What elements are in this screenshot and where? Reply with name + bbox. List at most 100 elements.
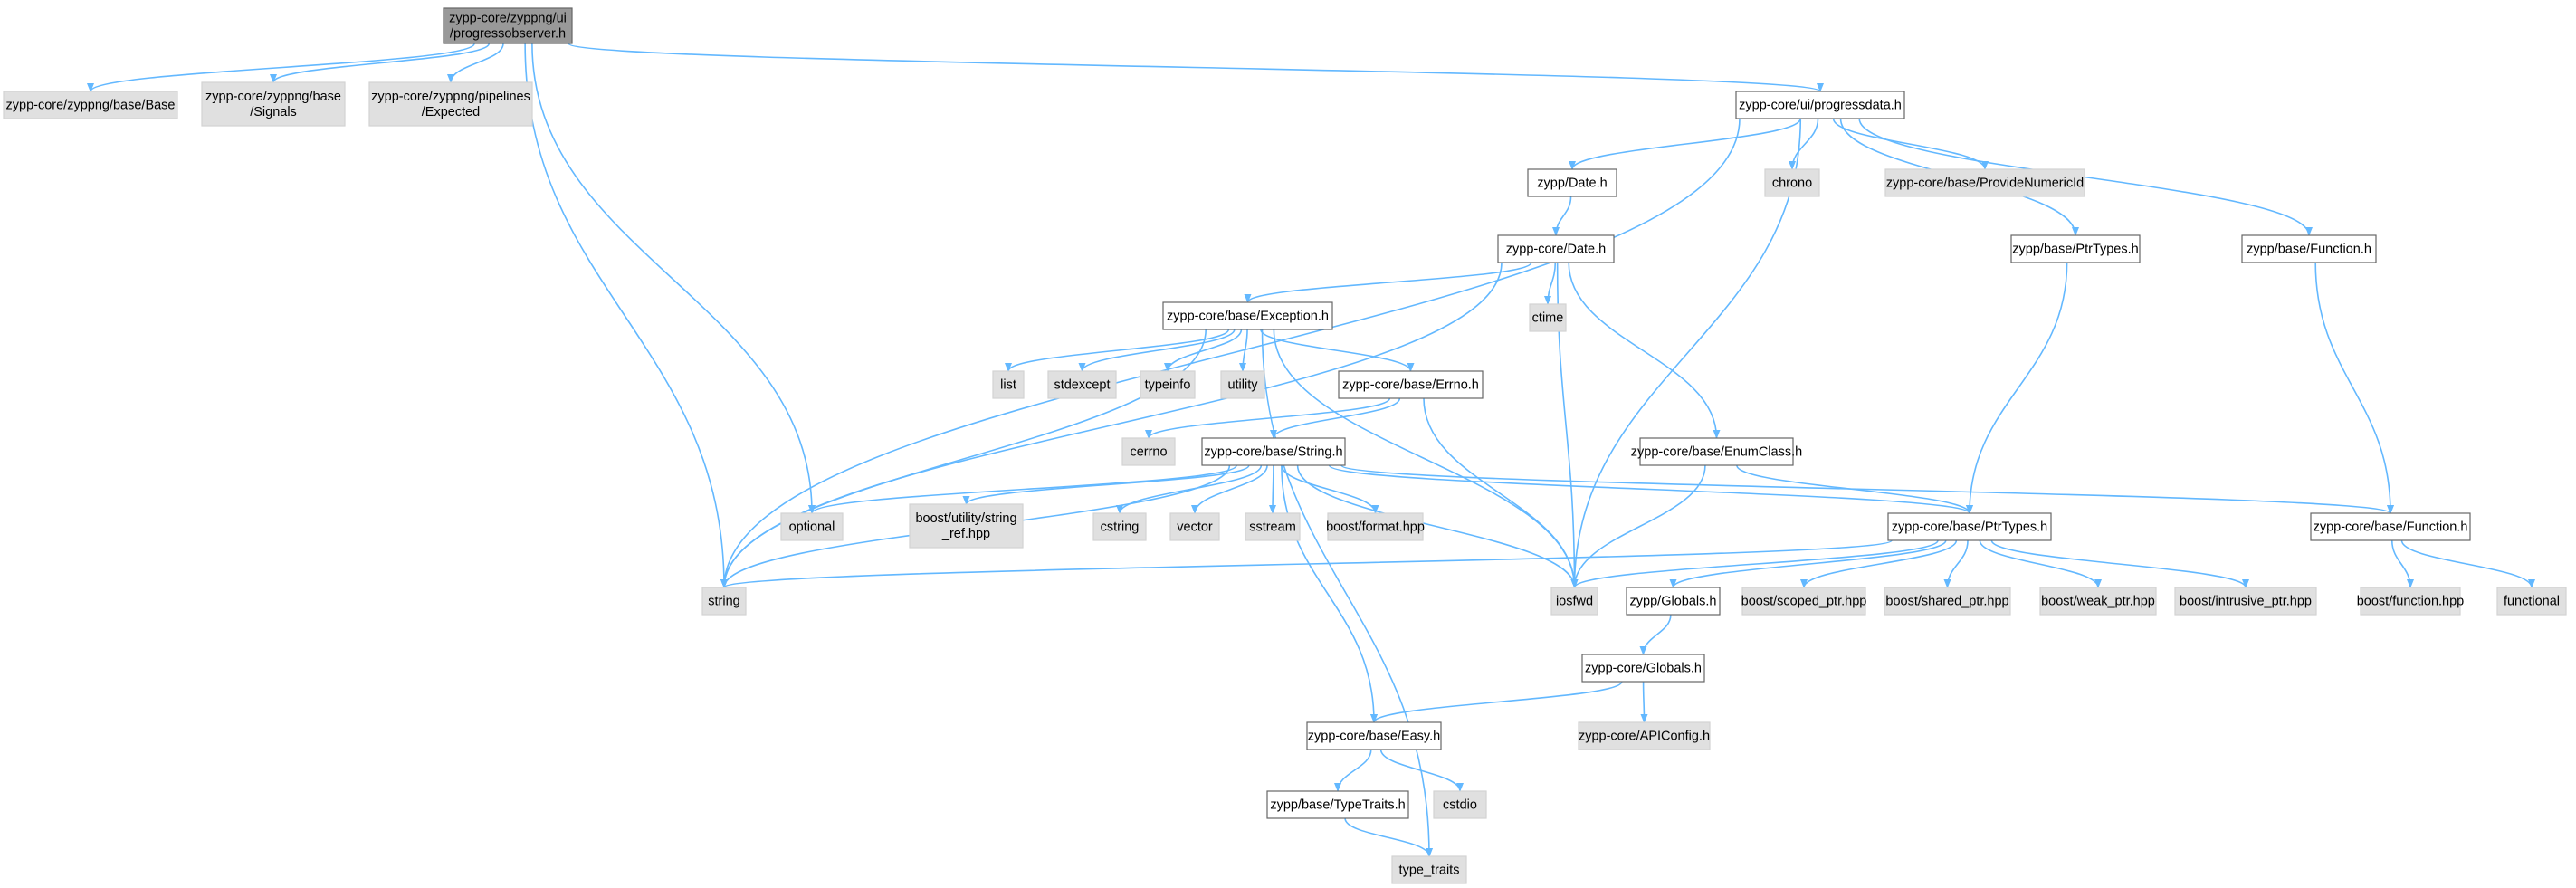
node-vector-box [1169, 512, 1220, 541]
node-iosfwd-label: iosfwd [1556, 594, 1593, 608]
node-core_globals-label: zypp-core/Globals.h [1585, 661, 1702, 675]
edge-errno-to-string_h [1270, 397, 1401, 439]
node-core_function[interactable]: zypp-core/base/Function.h [2310, 512, 2471, 541]
node-typeinfo: typeinfo [1140, 370, 1196, 399]
edge-string_h-to-boost_format [1281, 464, 1379, 514]
node-stdexcept-label: stdexcept [1054, 377, 1110, 392]
node-errno[interactable]: zypp-core/base/Errno.h [1338, 370, 1484, 399]
node-iosfwd: iosfwd [1550, 587, 1598, 616]
node-easy-label: zypp-core/base/Easy.h [1308, 729, 1440, 743]
node-typetraits_h[interactable]: zypp/base/TypeTraits.h [1266, 790, 1409, 819]
node-core_function-label: zypp-core/base/Function.h [2314, 520, 2468, 534]
node-enumclass-box [1639, 437, 1794, 466]
node-zypp_globals[interactable]: zypp/Globals.h [1626, 587, 1721, 616]
node-apiconfig-box [1578, 721, 1711, 750]
node-core_date-box [1497, 234, 1615, 263]
edge-root-to-zyppng_expected [447, 43, 504, 83]
node-string_h[interactable]: zypp-core/base/String.h [1201, 437, 1346, 466]
edge-core_ptrtypes-to-weak_ptr [1979, 539, 2102, 588]
node-zypp_ptrtypes[interactable]: zypp/base/PtrTypes.h [2010, 234, 2141, 263]
node-zypp_function-label: zypp/base/Function.h [2247, 242, 2371, 256]
node-core_ptrtypes[interactable]: zypp-core/base/PtrTypes.h [1887, 512, 2052, 541]
node-utility-box [1220, 370, 1265, 399]
node-string_ref-label: _ref.hpp [941, 527, 990, 541]
node-zyppng_signals-label: /Signals [250, 105, 297, 119]
node-core_globals[interactable]: zypp-core/Globals.h [1581, 654, 1705, 683]
node-zyppng_expected-label: /Expected [422, 105, 481, 119]
node-sstream-box [1245, 512, 1301, 541]
node-vector: vector [1169, 512, 1220, 541]
node-apiconfig-label: zypp-core/APIConfig.h [1579, 729, 1710, 743]
node-cstring: cstring [1092, 512, 1147, 541]
node-iosfwd-box [1550, 587, 1598, 616]
edge-easy-to-typetraits_h [1334, 749, 1372, 792]
node-stdexcept: stdexcept [1047, 370, 1117, 399]
node-zypp_function[interactable]: zypp/base/Function.h [2241, 234, 2377, 263]
node-functional-box [2496, 587, 2567, 616]
node-stdexcept-box [1047, 370, 1117, 399]
node-provnum-label: zypp-core/base/ProvideNumericId [1886, 176, 2084, 190]
edge-string_h-to-optional [808, 464, 1237, 514]
node-string: string [701, 587, 747, 616]
edge-exception-to-utility [1239, 329, 1248, 372]
node-root[interactable]: zypp-core/zyppng/ui/progressobserver.h [443, 7, 573, 44]
node-cstdio-label: cstdio [1443, 797, 1477, 812]
node-type_traits-label: type_traits [1399, 863, 1460, 877]
node-zyppng_base-box [3, 91, 178, 119]
node-root-box [443, 7, 573, 44]
node-core_date[interactable]: zypp-core/Date.h [1497, 234, 1615, 263]
edge-zypp_globals-to-core_globals [1639, 614, 1672, 655]
node-enumclass[interactable]: zypp-core/base/EnumClass.h [1631, 437, 1802, 466]
node-typeinfo-box [1140, 370, 1196, 399]
node-apiconfig: zypp-core/APIConfig.h [1578, 721, 1711, 750]
node-intrusive_ptr-label: boost/intrusive_ptr.hpp [2180, 594, 2312, 608]
node-zyppng_expected-box [368, 81, 533, 127]
node-zypp_date[interactable]: zypp/Date.h [1527, 168, 1617, 197]
edge-core_ptrtypes-to-intrusive_ptr [1990, 539, 2249, 588]
edge-core_function-to-functional [2400, 539, 2535, 588]
node-zypp_function-box [2241, 234, 2377, 263]
node-optional: optional [780, 512, 844, 541]
node-list: list [992, 370, 1025, 399]
node-zypp_globals-box [1626, 587, 1721, 616]
node-zypp_date-label: zypp/Date.h [1537, 176, 1607, 190]
edge-root-to-progressdata [568, 43, 1824, 92]
node-ctime-box [1529, 303, 1567, 332]
node-enumclass-label: zypp-core/base/EnumClass.h [1631, 444, 1802, 459]
edge-core_ptrtypes-to-string [720, 539, 1893, 588]
edge-exception-to-typeinfo [1164, 329, 1243, 372]
edge-exception-to-type_traits [1261, 329, 1433, 857]
edge-root-to-optional [531, 43, 816, 514]
node-core_globals-box [1581, 654, 1705, 683]
edge-core_function-to-boost_function [2390, 539, 2414, 588]
node-chrono: chrono [1764, 168, 1820, 197]
node-sstream-label: sstream [1249, 520, 1296, 534]
edge-string_h-to-core_function [1340, 464, 2394, 514]
node-zyppng_signals-label: zypp-core/zyppng/base [205, 90, 341, 104]
node-boost_function-label: boost/function.hpp [2357, 594, 2465, 608]
node-chrono-box [1764, 168, 1820, 197]
node-core_date-label: zypp-core/Date.h [1506, 242, 1606, 256]
edges-layer [87, 43, 2535, 857]
node-exception[interactable]: zypp-core/base/Exception.h [1162, 301, 1333, 330]
node-zyppng_base: zypp-core/zyppng/base/Base [3, 91, 178, 119]
node-intrusive_ptr: boost/intrusive_ptr.hpp [2174, 587, 2317, 616]
edge-progressdata-to-iosfwd [1570, 118, 1802, 588]
edge-string_h-to-string_ref [962, 464, 1250, 505]
node-provnum-box [1884, 168, 2085, 197]
node-progressdata-box [1735, 91, 1905, 119]
node-easy[interactable]: zypp-core/base/Easy.h [1306, 721, 1442, 750]
edge-root-to-zyppng_base [87, 43, 475, 92]
node-zyppng_signals-box [201, 81, 346, 127]
node-root-label: zypp-core/zyppng/ui [449, 11, 567, 25]
nodes-layer: zypp-core/zyppng/ui/progressobserver.hzy… [3, 7, 2567, 884]
node-progressdata[interactable]: zypp-core/ui/progressdata.h [1735, 91, 1905, 119]
edge-string_h-to-cstring [1116, 464, 1263, 514]
node-type_traits: type_traits [1391, 855, 1467, 884]
edge-errno-to-cerrno [1145, 397, 1391, 439]
node-boost_format-label: boost/format.hpp [1326, 520, 1425, 534]
node-ctime: ctime [1529, 303, 1567, 332]
node-utility: utility [1220, 370, 1265, 399]
node-easy-box [1306, 721, 1442, 750]
node-cerrno-box [1121, 437, 1176, 466]
